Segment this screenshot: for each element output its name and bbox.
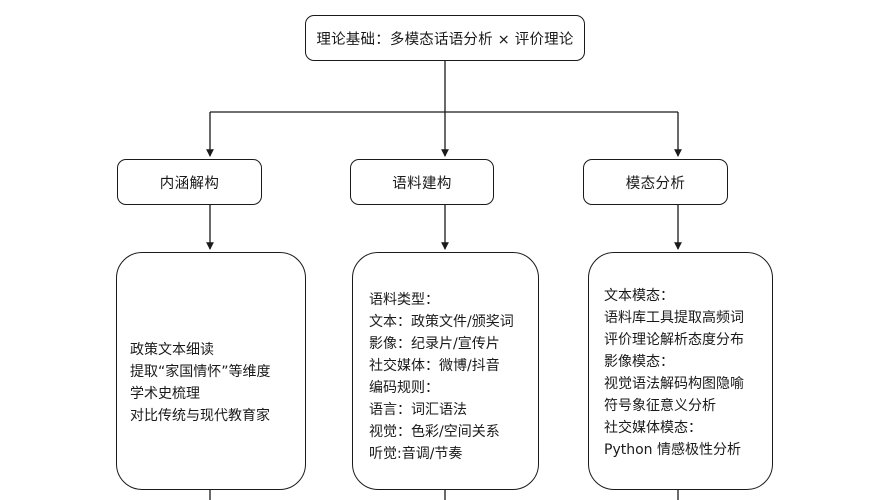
node-modality-analysis[interactable]: 模态分析 bbox=[583, 159, 728, 205]
node-corpus-construction-label: 语料建构 bbox=[392, 175, 452, 192]
detail-line: 文本模态： bbox=[604, 288, 674, 304]
detail-line: 语言：词汇语法 bbox=[369, 402, 467, 418]
detail-line: 学术史梳理 bbox=[130, 386, 200, 402]
node-theoretical-foundation[interactable]: 理论基础：多模态话语分析 × 评价理论 bbox=[305, 15, 585, 61]
detail-line: 编码规则： bbox=[369, 380, 439, 396]
detail-line: 视觉语法解码构图隐喻 bbox=[604, 376, 744, 392]
detail-line: 评价理论解析态度分布 bbox=[604, 332, 744, 348]
detail-line: 社交媒体模态： bbox=[604, 420, 702, 436]
detail-line: 语料类型： bbox=[369, 292, 439, 308]
node-corpus-construction[interactable]: 语料建构 bbox=[350, 159, 494, 205]
detail-line: 影像模态： bbox=[604, 354, 674, 370]
detail-line: 文本：政策文件/颁奖词 bbox=[369, 314, 514, 330]
detail-line: 社交媒体：微博/抖音 bbox=[369, 358, 500, 374]
detail-line-list: 文本模态： 语料库工具提取高频词评价理论解析态度分布影像模态： 视觉语法解码构图隐喻… bbox=[589, 253, 772, 461]
node-connotation-deconstruction-label: 内涵解构 bbox=[159, 175, 220, 192]
detail-line: 政策文本细读 bbox=[130, 342, 214, 358]
node-modality-analysis-label: 模态分析 bbox=[625, 175, 686, 192]
detail-line-list: 语料类型： 文本：政策文件/颁奖词影像：纪录片/宣传片社交媒体：微博/抖音编码规则… bbox=[353, 253, 538, 465]
detail-line: 视觉：色彩/空间关系 bbox=[369, 424, 500, 440]
node-connotation-deconstruction-detail[interactable]: 政策文本细读提取“家国情怀”等维度学术史梳理对比传统与现代教育家 bbox=[116, 252, 306, 490]
detail-line: Python 情感极性分析 bbox=[604, 442, 741, 458]
detail-line: 提取“家国情怀”等维度 bbox=[130, 364, 271, 380]
node-corpus-construction-detail[interactable]: 语料类型： 文本：政策文件/颁奖词影像：纪录片/宣传片社交媒体：微博/抖音编码规则… bbox=[352, 252, 539, 490]
node-modality-analysis-detail[interactable]: 文本模态： 语料库工具提取高频词评价理论解析态度分布影像模态： 视觉语法解码构图隐喻… bbox=[588, 252, 773, 490]
detail-line: 听觉:音调/节奏 bbox=[369, 446, 463, 462]
node-theoretical-foundation-label: 理论基础：多模态话语分析 × 评价理论 bbox=[316, 31, 574, 48]
detail-line: 对比传统与现代教育家 bbox=[130, 408, 270, 424]
detail-line: 符号象征意义分析 bbox=[604, 398, 716, 414]
node-connotation-deconstruction[interactable]: 内涵解构 bbox=[117, 159, 262, 205]
detail-line: 语料库工具提取高频词 bbox=[604, 310, 744, 326]
detail-line: 影像：纪录片/宣传片 bbox=[369, 336, 500, 352]
detail-line-list: 政策文本细读提取“家国情怀”等维度学术史梳理对比传统与现代教育家 bbox=[117, 253, 305, 427]
